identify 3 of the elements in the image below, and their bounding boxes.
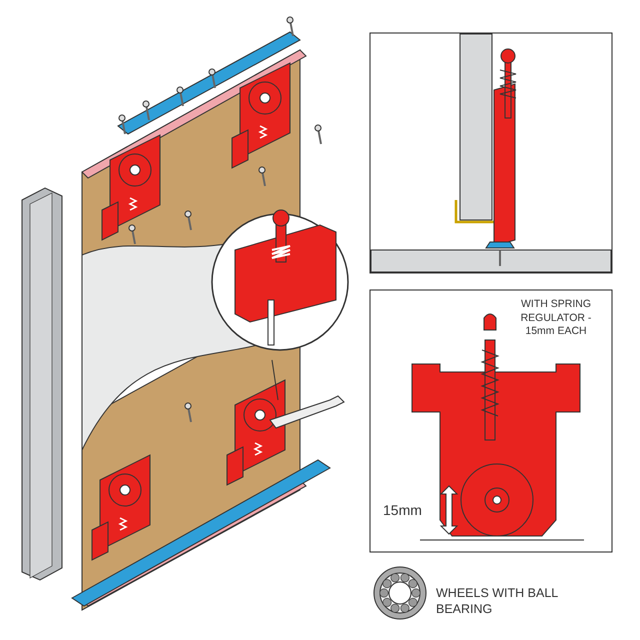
caption-text: WHEELS WITH BALL BEARING: [436, 585, 559, 618]
dimension-label: 15mm: [383, 501, 423, 520]
annotation-text: WITH SPRING REGULATOR - 15mm EACH: [520, 298, 592, 339]
